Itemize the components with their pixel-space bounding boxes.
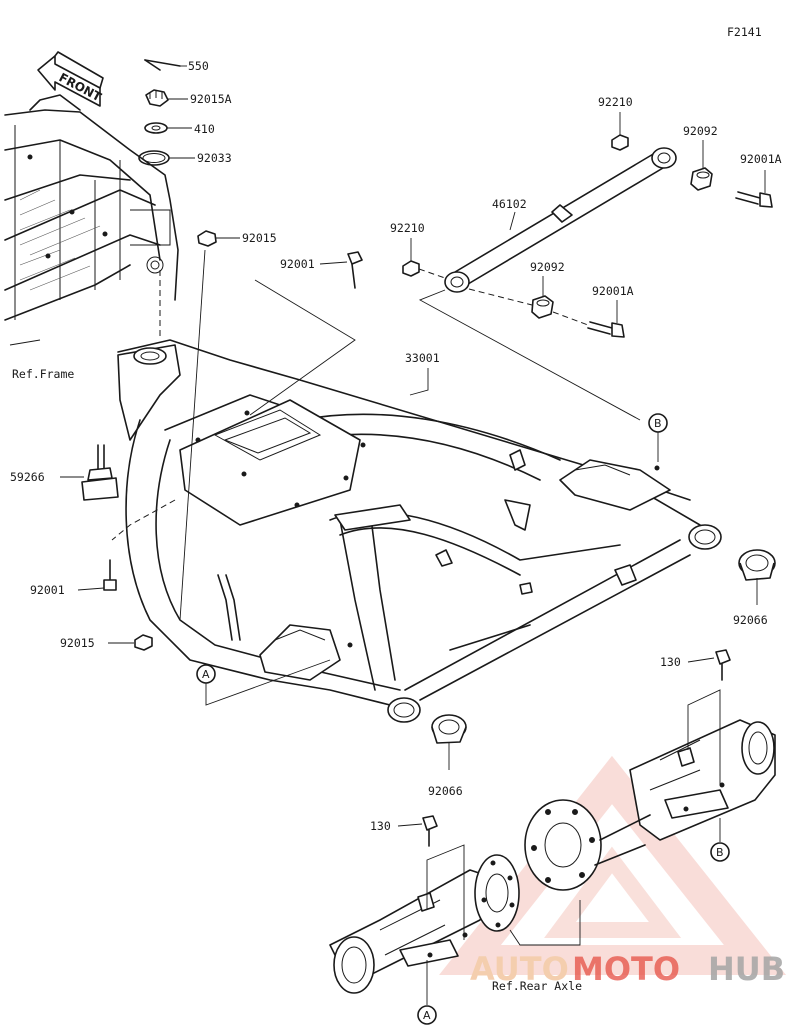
label-59266: 59266 bbox=[10, 470, 45, 484]
label-130-left: 130 bbox=[370, 819, 391, 833]
part-92210-nut-mid bbox=[402, 238, 446, 279]
part-92015A-castle-nut bbox=[145, 89, 188, 107]
guide-line-stop-dash bbox=[111, 499, 176, 541]
label-410: 410 bbox=[194, 122, 215, 136]
callout-b-top: B bbox=[648, 413, 668, 462]
label-33001: 33001 bbox=[405, 351, 440, 365]
label-92015-top: 92015 bbox=[242, 231, 277, 245]
part-410-washer bbox=[144, 122, 192, 134]
part-92066-end-cap-bottom bbox=[431, 714, 467, 770]
label-130-right: 130 bbox=[660, 655, 681, 669]
part-92066-end-cap-right bbox=[738, 549, 776, 605]
label-92210-mid: 92210 bbox=[390, 221, 425, 235]
ref-rear-axle-label: Ref.Rear Axle bbox=[492, 979, 582, 993]
label-92066-right: 92066 bbox=[733, 613, 768, 627]
watermark-triangle-inner bbox=[544, 846, 682, 938]
part-92015-nut-left bbox=[108, 634, 153, 651]
label-92015A: 92015A bbox=[190, 92, 232, 106]
ref-frame-drawing: Ref.Frame bbox=[4, 94, 179, 381]
callout-b-top-letter: B bbox=[654, 417, 662, 430]
callout-a-bottom-letter: A bbox=[423, 1009, 431, 1022]
label-92001-left: 92001 bbox=[30, 583, 65, 597]
label-92033: 92033 bbox=[197, 151, 232, 165]
part-92092-collar-mid bbox=[468, 276, 554, 319]
figure-code: F2141 bbox=[727, 25, 762, 39]
label-92001-top: 92001 bbox=[280, 257, 315, 271]
callout-b-bottom-letter: B bbox=[716, 846, 724, 859]
part-92001A-bolt-top bbox=[735, 170, 773, 208]
watermark-text-moto: MOTO bbox=[572, 950, 680, 988]
label-92092-top: 92092 bbox=[683, 124, 718, 138]
label-92066-bottom: 92066 bbox=[428, 784, 463, 798]
ref-frame-label: Ref.Frame bbox=[12, 367, 74, 381]
callout-a-bottom: A bbox=[417, 1005, 437, 1025]
part-46102-torque-link bbox=[444, 147, 677, 293]
part-550-cotter-pin bbox=[144, 59, 187, 71]
part-92001-bolt-top bbox=[319, 251, 363, 289]
callout-b-bottom: B bbox=[710, 842, 730, 862]
part-92001-bolt-left bbox=[77, 559, 117, 591]
watermark-text-hub: HUB bbox=[708, 950, 785, 988]
part-92001A-bolt-mid bbox=[552, 300, 625, 338]
part-130-bolt-left bbox=[397, 815, 438, 847]
label-92001A-mid: 92001A bbox=[592, 284, 634, 298]
guide-line-torque-link bbox=[418, 289, 641, 421]
rear-axle-left-assembly bbox=[329, 844, 581, 1005]
part-92033-snap-ring bbox=[138, 150, 195, 166]
rear-axle-right-assembly bbox=[524, 689, 776, 891]
watermark-text-auto: AUTO bbox=[470, 950, 569, 988]
guide-line-gusset bbox=[249, 279, 356, 416]
guide-line-nut bbox=[179, 249, 206, 621]
label-46102: 46102 bbox=[492, 197, 527, 211]
callout-a-left-letter: A bbox=[202, 668, 210, 681]
part-59266-rubber-stopper bbox=[60, 444, 119, 501]
part-130-bolt-right bbox=[687, 649, 731, 681]
part-92015-nut-top bbox=[197, 230, 240, 247]
label-92001A-top: 92001A bbox=[740, 152, 782, 166]
part-92210-nut-top bbox=[611, 112, 629, 151]
label-550: 550 bbox=[188, 59, 209, 73]
callout-a-left: A bbox=[196, 659, 331, 706]
label-92092-mid: 92092 bbox=[530, 260, 565, 274]
label-92210-top: 92210 bbox=[598, 95, 633, 109]
part-92092-collar-top bbox=[690, 140, 713, 191]
label-92015-left: 92015 bbox=[60, 636, 95, 650]
part-33001-swingarm bbox=[117, 339, 722, 723]
